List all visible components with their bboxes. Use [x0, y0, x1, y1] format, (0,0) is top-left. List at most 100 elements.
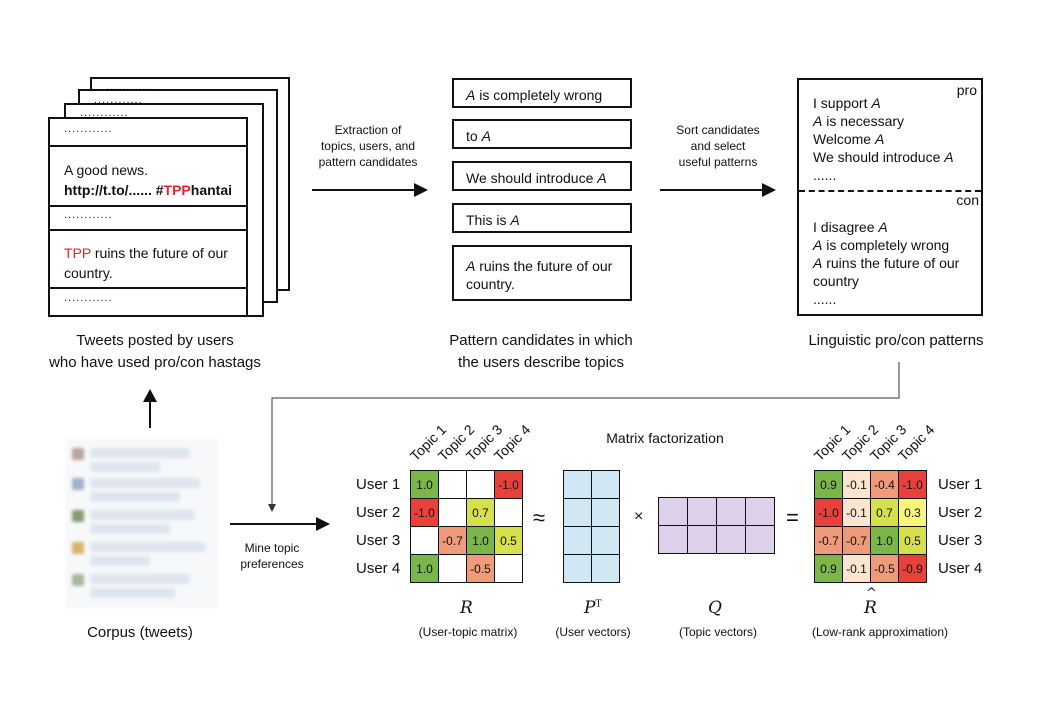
- arrow-1-label-line: topics, users, and: [320, 139, 416, 153]
- arrow-1: [312, 183, 428, 197]
- blurred-row: [90, 524, 170, 534]
- tweet-1-line-1: A good news.: [64, 162, 149, 178]
- matrix-cell: [591, 526, 620, 555]
- pattern-candidate: This is A: [452, 203, 632, 233]
- p-symbol: PT: [584, 598, 601, 618]
- mine-label-line: preferences: [240, 557, 304, 571]
- r-user-label: User 4: [356, 560, 401, 577]
- pattern-var: A: [466, 87, 476, 103]
- matrix-cell: 0.3: [898, 498, 927, 527]
- matrix-cell: [438, 498, 467, 527]
- pattern-var: A: [466, 258, 476, 274]
- pro-label: pro: [956, 82, 977, 98]
- r-caption: (User-topic matrix): [418, 625, 518, 639]
- pattern-var: A: [813, 113, 823, 129]
- pro-patterns: I support A A is necessary Welcome A We …: [813, 94, 954, 184]
- matrix-cell: 1.0: [410, 554, 439, 583]
- tweet-2-line-1: TPP ruins the future of our: [64, 244, 228, 263]
- tweet-1-url: http://t.to/...... #: [64, 182, 164, 198]
- matrix-cell: -1.0: [410, 498, 439, 527]
- blurred-avatar: [72, 574, 84, 586]
- rhat-symbol: ^R: [864, 586, 877, 618]
- tweet-2-topic: TPP: [64, 245, 91, 261]
- pattern-text: is completely wrong: [475, 87, 603, 103]
- matrix-cell: [591, 470, 620, 499]
- matrix-cell: [591, 498, 620, 527]
- q-caption: (Topic vectors): [678, 625, 758, 639]
- dots: ............: [64, 292, 113, 304]
- patterns-caption-line-1: Pattern candidates in which: [449, 332, 633, 349]
- matrix-cell: -0.7: [842, 526, 871, 555]
- pattern-text: We should introduce: [466, 170, 598, 186]
- rhat-user-label: User 4: [938, 560, 983, 577]
- matrix-cell: -0.7: [814, 526, 843, 555]
- pro-con-divider: [799, 190, 981, 192]
- arrow-1-label: Extraction of topics, users, and pattern…: [298, 122, 438, 170]
- pro-pattern: A is necessary: [813, 112, 954, 130]
- matrix-cell: [563, 470, 592, 499]
- matrix-cell: [716, 497, 746, 526]
- rhat-user-label: User 1: [938, 476, 983, 493]
- matrix-cell: -0.7: [438, 526, 467, 555]
- matrix-cell: [438, 554, 467, 583]
- matrix-cell: 0.9: [814, 554, 843, 583]
- blurred-row: [90, 492, 180, 502]
- matrix-cell: 1.0: [466, 526, 495, 555]
- pattern-text: to: [466, 128, 482, 144]
- topic-vectors-matrix: [658, 497, 775, 554]
- matrix-cell: [745, 525, 775, 554]
- corpus-up-arrow: [143, 389, 157, 428]
- times-symbol: ×: [634, 508, 644, 525]
- matrix-cell: 0.7: [870, 498, 899, 527]
- dots: ............: [80, 107, 129, 119]
- blurred-row: [90, 510, 195, 520]
- matrix-row: 1.0-1.0: [410, 470, 523, 499]
- matrix-cell: [591, 554, 620, 583]
- matrix-row: [658, 525, 775, 554]
- arrow-2-label-line: useful patterns: [678, 155, 758, 169]
- arrow-2-label-line: Sort candidates: [676, 123, 760, 137]
- matrix-cell: [745, 497, 775, 526]
- matrix-cell: [687, 497, 717, 526]
- tweets-caption-line-1: Tweets posted by users: [76, 332, 234, 349]
- rhat-user-label: User 3: [938, 532, 983, 549]
- blurred-row: [90, 556, 150, 566]
- matrix-cell: -0.1: [842, 470, 871, 499]
- pattern-text: Welcome: [813, 131, 875, 147]
- matrix-cell: 1.0: [870, 526, 899, 555]
- matrix-cell: 0.5: [898, 526, 927, 555]
- p-caption: (User vectors): [555, 625, 631, 639]
- q-symbol: Q: [708, 598, 722, 618]
- pattern-var: A: [813, 255, 823, 271]
- matrix-cell: 0.5: [494, 526, 523, 555]
- pro-pattern: We should introduce A: [813, 148, 954, 166]
- blurred-row: [90, 542, 205, 552]
- pattern-text: I support: [813, 95, 872, 111]
- p-symbol-letter: P: [584, 598, 596, 618]
- matrix-row: 0.9-0.1-0.4-1.0: [814, 470, 927, 499]
- pattern-var: A: [510, 212, 520, 228]
- rhat-caption: (Low-rank approximation): [811, 625, 949, 639]
- pattern-var: A: [874, 131, 885, 147]
- matrix-row: [563, 498, 620, 527]
- matrix-cell: -0.5: [466, 554, 495, 583]
- pattern-candidate: We should introduce A: [452, 161, 632, 191]
- patterns-caption-line-2: the users describe topics: [458, 354, 624, 371]
- r-user-label: User 3: [356, 532, 401, 549]
- rhat-hat: ^: [866, 586, 877, 601]
- pattern-text: ruins the future of our: [822, 255, 960, 271]
- pattern-text: ......: [813, 291, 837, 307]
- mine-arrow: [230, 517, 330, 531]
- matrix-cell: [494, 554, 523, 583]
- matrix-cell: [563, 554, 592, 583]
- pattern-text: This is: [466, 212, 511, 228]
- blurred-avatar: [72, 478, 84, 490]
- r-user-label: User 1: [356, 476, 401, 493]
- pattern-text: is necessary: [822, 113, 905, 129]
- equals-symbol: =: [786, 505, 799, 530]
- approx-symbol: ≈: [533, 505, 546, 530]
- p-symbol-sup: T: [595, 599, 602, 610]
- linguistic-patterns-box: pro I support A A is necessary Welcome A…: [797, 78, 983, 316]
